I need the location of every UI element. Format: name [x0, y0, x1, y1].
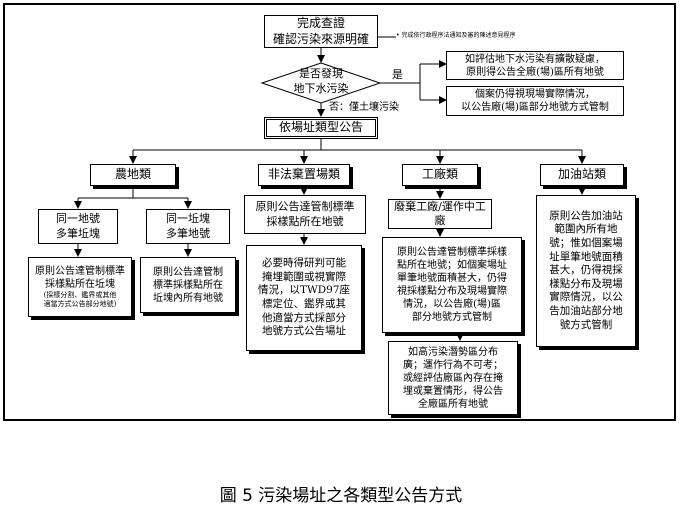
gw-case-text: 個案仍得視現場實際情況， 以公告廠(場)區部分地號方式管制 — [461, 89, 609, 113]
category-farm-text: 農地類 — [114, 167, 151, 182]
yes-label: 是 — [392, 68, 403, 81]
illegal-desc-text: 必要時得研判可能 掩埋範圍或視實際 情況，以TWD97座 標定位、鑑界或其 他適… — [257, 257, 351, 338]
farm-a-box: 同一地號 多筆坵塊 — [38, 209, 118, 244]
decision-text: 是否發現 地下水污染 — [293, 67, 349, 95]
gw-assess-box: 如評估地下水污染有擴散疑慮， 原則得公告全廠(場)區所有地號 — [446, 51, 624, 80]
farm-a-desc-box: 原則公告達管制標準 採樣點所在坵塊 (採樣分割、鑑界或其他 適當方式公告部分地號… — [28, 257, 132, 317]
factory-sub-box: 廢棄工廠/運作中工廠 — [388, 199, 492, 229]
farm-a-sub-text: (採樣分割、鑑界或其他 適當方式公告部分地號) — [43, 290, 117, 308]
gas-desc-box: 原則公告加油站 範圍內所有地 號；惟如個案場 址單筆地號面積 甚大，仍得視採 樣… — [536, 195, 636, 347]
category-illegal-text: 非法棄置場類 — [267, 167, 340, 182]
category-factory-text: 工廠類 — [421, 167, 458, 182]
complete-note: • 完成依行政程序法通知及審的陳述意見程序 — [396, 32, 516, 39]
factory-extra-text: 如高污染潛勢區分布 廣；運作行為不可考； 或經評估廠區內存在掩 埋或棄置情形，得… — [403, 346, 503, 410]
category-factory-box: 工廠類 — [402, 164, 478, 186]
factory-sub-text: 廢棄工廠/運作中工廠 — [394, 199, 486, 227]
diagram-frame — [3, 3, 676, 421]
illegal-desc-box: 必要時得研判可能 掩埋範圍或視實際 情況，以TWD97座 標定位、鑑界或其 他適… — [246, 245, 362, 351]
no-label: 否：僅土壤污染 — [329, 102, 399, 113]
farm-b-box: 同一坵塊 多筆地號 — [146, 209, 230, 244]
factory-extra-box: 如高污染潛勢區分布 廣；運作行為不可考； 或經評估廠區內存在掩 埋或棄置情形，得… — [388, 341, 518, 415]
farm-b-text: 同一坵塊 多筆地號 — [166, 212, 210, 240]
illegal-principle-text: 原則公告達管制標準 採樣點所在地號 — [255, 200, 355, 228]
farm-a-desc-text: 原則公告達管制標準 採樣點所在坵塊 — [35, 265, 125, 290]
category-gas-box: 加油站類 — [540, 164, 624, 186]
gw-assess-text: 如評估地下水污染有擴散疑慮， 原則得公告全廠(場)區所有地號 — [465, 53, 605, 78]
category-farm-box: 農地類 — [90, 164, 176, 186]
category-gas-text: 加油站類 — [557, 167, 606, 182]
site-type-text: 依場址類型公告 — [278, 120, 363, 135]
farm-b-desc-text: 原則公告達管制 標準採樣點所在 坵塊內所有地號 — [153, 266, 223, 304]
complete-check-box: 完成查證 確認污染來源明確 — [264, 15, 378, 48]
farm-b-desc-box: 原則公告達管制 標準採樣點所在 坵塊內所有地號 — [140, 257, 236, 313]
factory-desc-box: 原則公告達管制標準採樣 點所在地號；如個案場址 單筆地號面積甚大，仍得 視採樣點… — [382, 237, 522, 333]
gas-desc-text: 原則公告加油站 範圍內所有地 號；惟如個案場 址單筆地號面積 甚大，仍得視採 樣… — [549, 209, 623, 331]
farm-a-text: 同一地號 多筆坵塊 — [56, 212, 100, 240]
complete-check-text: 完成查證 確認污染來源明確 — [272, 15, 369, 46]
factory-desc-text: 原則公告達管制標準採樣 點所在地號；如個案場址 單筆地號面積甚大，仍得 視採樣點… — [397, 247, 507, 323]
gw-case-box: 個案仍得視現場實際情況， 以公告廠(場)區部分地號方式管制 — [446, 86, 624, 116]
illegal-principle-box: 原則公告達管制標準 採樣點所在地號 — [244, 195, 366, 234]
site-type-box: 依場址類型公告 — [264, 117, 378, 139]
category-illegal-box: 非法棄置場類 — [258, 164, 350, 186]
figure-caption: 圖 5 污染場址之各類型公告方式 — [219, 486, 463, 506]
